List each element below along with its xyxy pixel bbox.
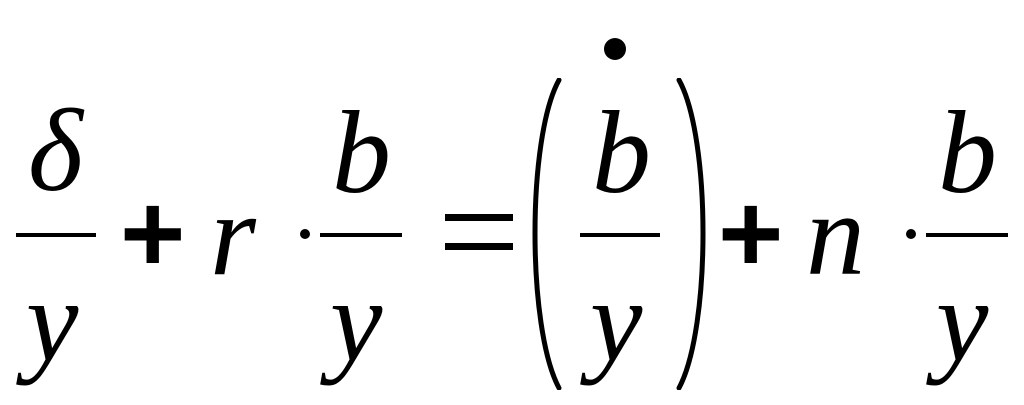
term2-denominator: y xyxy=(330,255,383,386)
term4-fraction-bar xyxy=(926,233,1008,237)
term3-fraction-bar xyxy=(580,233,660,237)
term3-denominator: y xyxy=(590,255,643,386)
equals-sign-top xyxy=(445,214,513,221)
variable-n: n xyxy=(806,169,865,300)
time-derivative-dot xyxy=(604,38,626,60)
plus-sign-2: + xyxy=(718,171,784,296)
multiplication-dot-1 xyxy=(300,229,310,239)
left-parenthesis xyxy=(532,78,562,390)
plus-sign-1: + xyxy=(120,171,186,296)
term2-fraction-bar xyxy=(320,233,402,237)
term1-numerator: δ xyxy=(28,85,83,216)
term1-denominator: y xyxy=(26,255,79,386)
term3-numerator: b xyxy=(592,87,651,218)
variable-r: r xyxy=(210,169,256,300)
equals-glyph: = xyxy=(470,225,471,226)
term1-fraction-bar xyxy=(16,233,96,237)
right-parenthesis xyxy=(676,78,706,390)
term2-numerator: b xyxy=(332,87,391,218)
term4-denominator: y xyxy=(936,255,989,386)
term4-numerator: b xyxy=(938,87,997,218)
equals-sign-bottom xyxy=(445,243,513,250)
multiplication-dot-2 xyxy=(906,229,916,239)
